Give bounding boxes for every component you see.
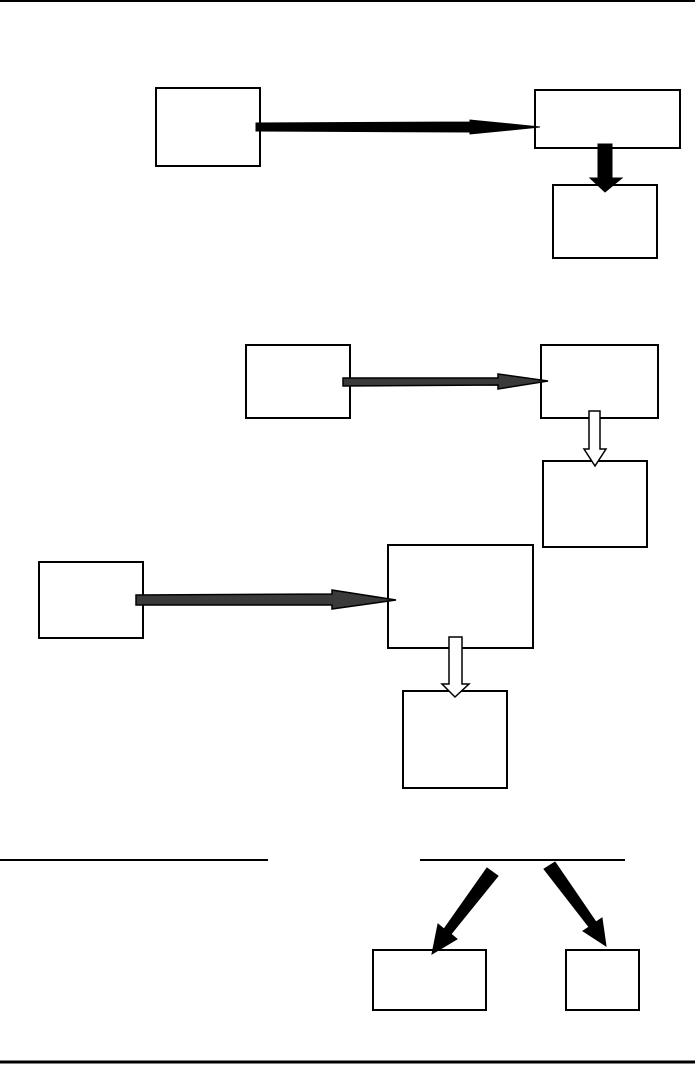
group-2 (245, 344, 659, 548)
group-3-source-box (38, 561, 144, 639)
group-3-right-arrow (135, 589, 397, 610)
group-4 (0, 859, 640, 1011)
group-1-right-arrow (255, 119, 541, 135)
group-2-right-arrow (342, 373, 549, 390)
group-1 (155, 87, 681, 259)
group-2-source-box (245, 344, 351, 419)
group-4-right-result-box (565, 949, 640, 1011)
group-1-result-box (552, 184, 658, 259)
group-4-down-right-arrow (543, 861, 607, 948)
group-2-down-arrow (582, 410, 608, 468)
group-3-down-arrow (440, 636, 471, 699)
group-3-target-box (387, 544, 534, 649)
group-3 (38, 544, 534, 789)
group-4-down-left-arrow (431, 867, 499, 956)
group-4-left-result-box (372, 949, 487, 1011)
group-3-result-box (402, 690, 508, 789)
group-1-target-box (534, 89, 681, 149)
group-1-down-arrow (588, 143, 624, 193)
group-1-source-box (155, 87, 261, 167)
group-2-target-box (540, 344, 659, 419)
group-2-result-box (542, 460, 648, 548)
